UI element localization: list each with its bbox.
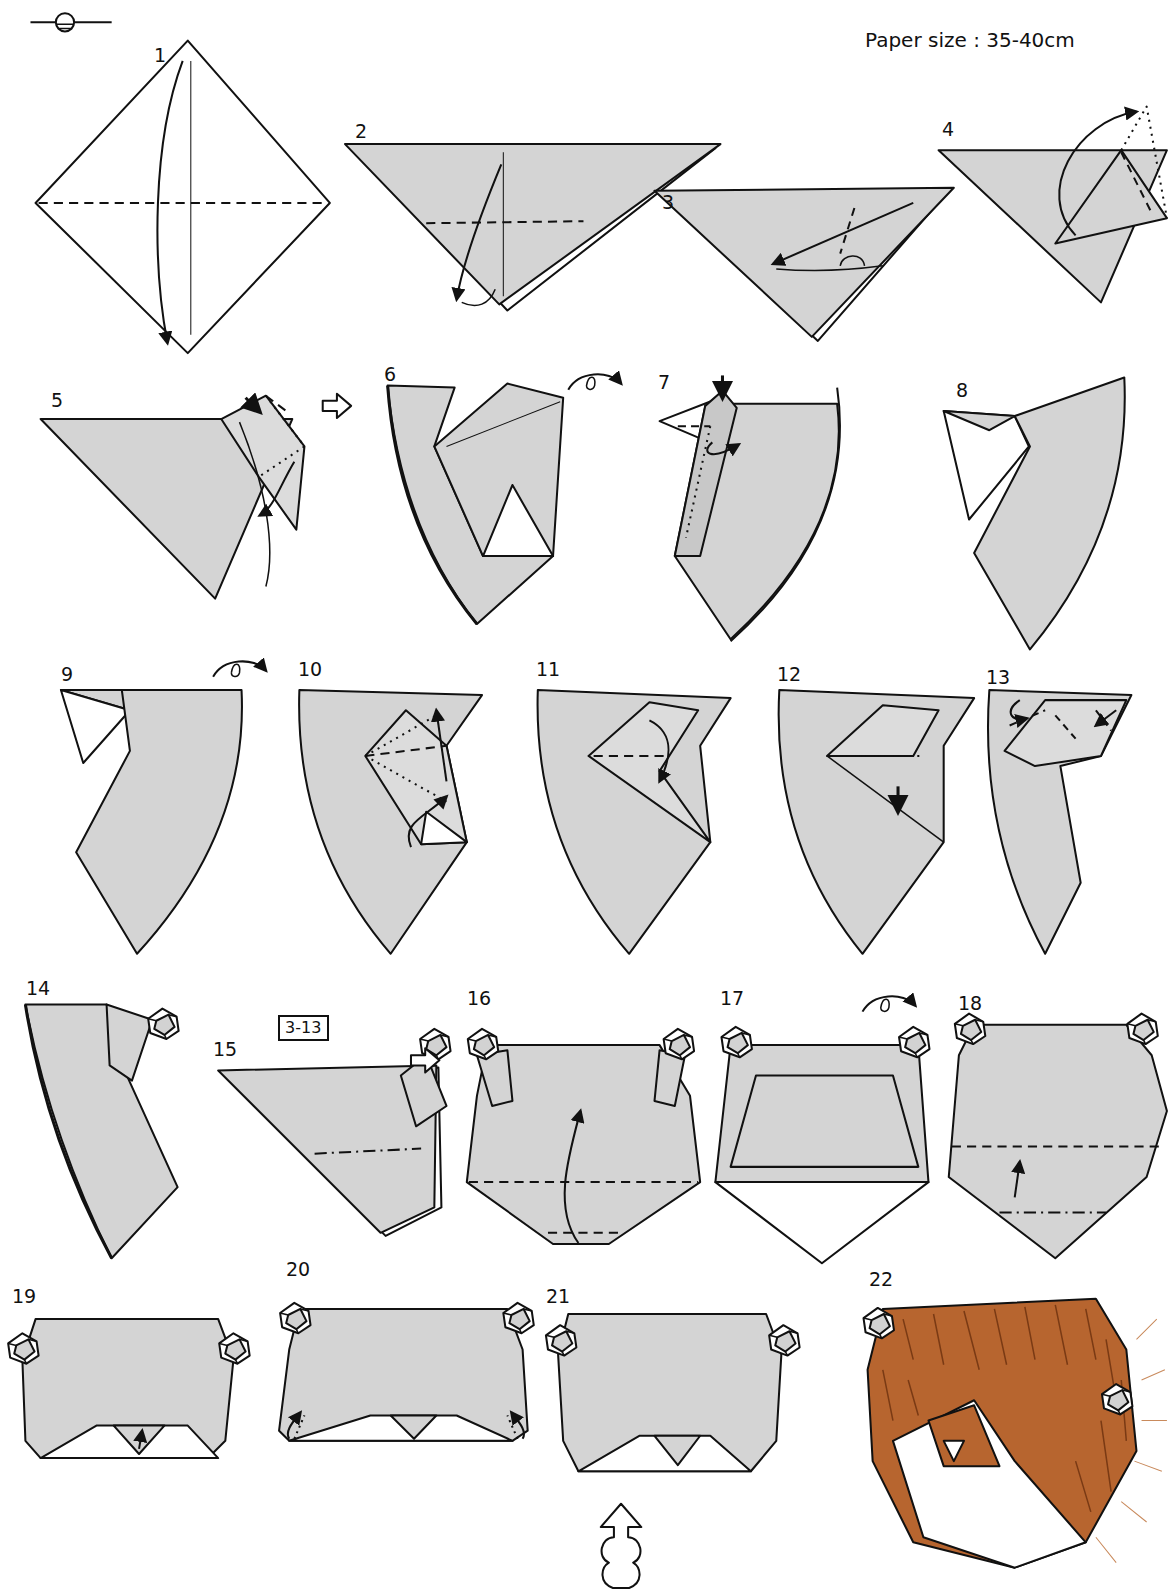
- step-number: 5: [51, 391, 63, 410]
- step-number: 17: [720, 989, 744, 1008]
- step-number: 19: [12, 1287, 36, 1306]
- step-number: 10: [298, 660, 322, 679]
- step-reference-box: 3-13: [278, 1015, 329, 1041]
- step-number: 6: [384, 365, 396, 384]
- step-number: 1: [154, 46, 166, 65]
- step-number: 16: [467, 989, 491, 1008]
- step-number: 15: [213, 1040, 237, 1059]
- step-number: 13: [986, 668, 1010, 687]
- step-number: 21: [546, 1287, 570, 1306]
- step-number: 4: [942, 120, 954, 139]
- step-number: 11: [536, 660, 560, 679]
- step-number: 22: [869, 1270, 893, 1289]
- step-number: 20: [286, 1260, 310, 1279]
- step-number: 7: [658, 373, 670, 392]
- step-number: 8: [956, 381, 968, 400]
- step-reference: 3-13: [285, 1019, 322, 1037]
- step-number: 14: [26, 979, 50, 998]
- paper-size-note: Paper size : 35-40cm: [865, 30, 1075, 50]
- step-number: 2: [355, 122, 367, 141]
- step-number: 3: [662, 193, 674, 212]
- step-number: 9: [61, 665, 73, 684]
- step-number: 18: [958, 994, 982, 1013]
- step-number: 12: [777, 665, 801, 684]
